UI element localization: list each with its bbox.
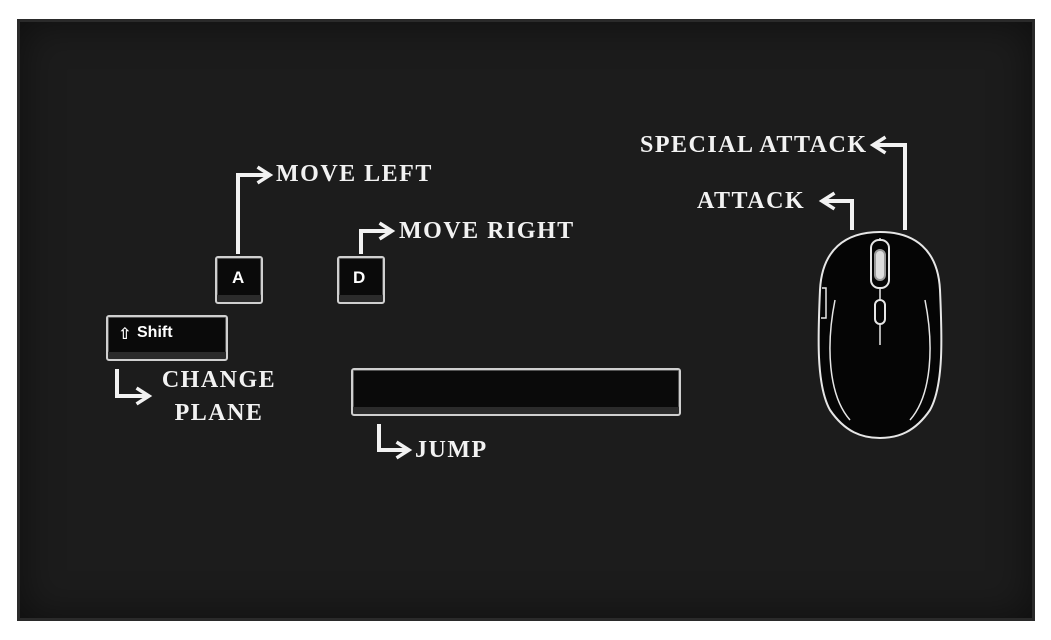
jump-arrowhead: [395, 440, 413, 460]
jump-connector: [377, 424, 407, 452]
key-shift-label: Shift: [137, 324, 173, 341]
change-plane-arrowhead: [135, 386, 153, 406]
key-a-label: A: [232, 268, 245, 287]
change-plane-label: CHANGE PLANE: [157, 364, 281, 430]
change-plane-line2: PLANE: [174, 400, 264, 426]
jump-label: JUMP: [415, 437, 488, 463]
mouse-slot: [874, 299, 886, 325]
mouse-right-curve: [909, 299, 931, 421]
move-right-arrowhead: [378, 221, 396, 241]
move-right-connector: [359, 229, 390, 254]
move-left-connector: [236, 173, 268, 254]
key-d-label: D: [353, 268, 366, 287]
change-plane-line1: CHANGE: [161, 367, 277, 393]
key-space: [351, 368, 681, 416]
shift-arrow-icon: ⇧: [118, 326, 132, 343]
move-left-label: MOVE LEFT: [276, 161, 433, 187]
attack-connector: [824, 199, 854, 230]
special-attack-label: SPECIAL ATTACK: [640, 132, 868, 158]
move-left-arrowhead: [256, 165, 274, 185]
special-attack-connector: [875, 143, 907, 230]
mouse-scroll-wheel: [874, 249, 886, 281]
key-a: A: [215, 256, 263, 304]
key-d: D: [337, 256, 385, 304]
change-plane-connector: [115, 369, 147, 398]
mouse-side-button: [821, 287, 827, 319]
move-right-label: MOVE RIGHT: [399, 218, 575, 244]
key-shift: ⇧ Shift: [106, 315, 228, 361]
attack-label: ATTACK: [697, 188, 806, 214]
attack-arrowhead: [818, 191, 836, 211]
mouse-left-curve: [829, 299, 851, 421]
special-attack-arrowhead: [869, 135, 887, 155]
